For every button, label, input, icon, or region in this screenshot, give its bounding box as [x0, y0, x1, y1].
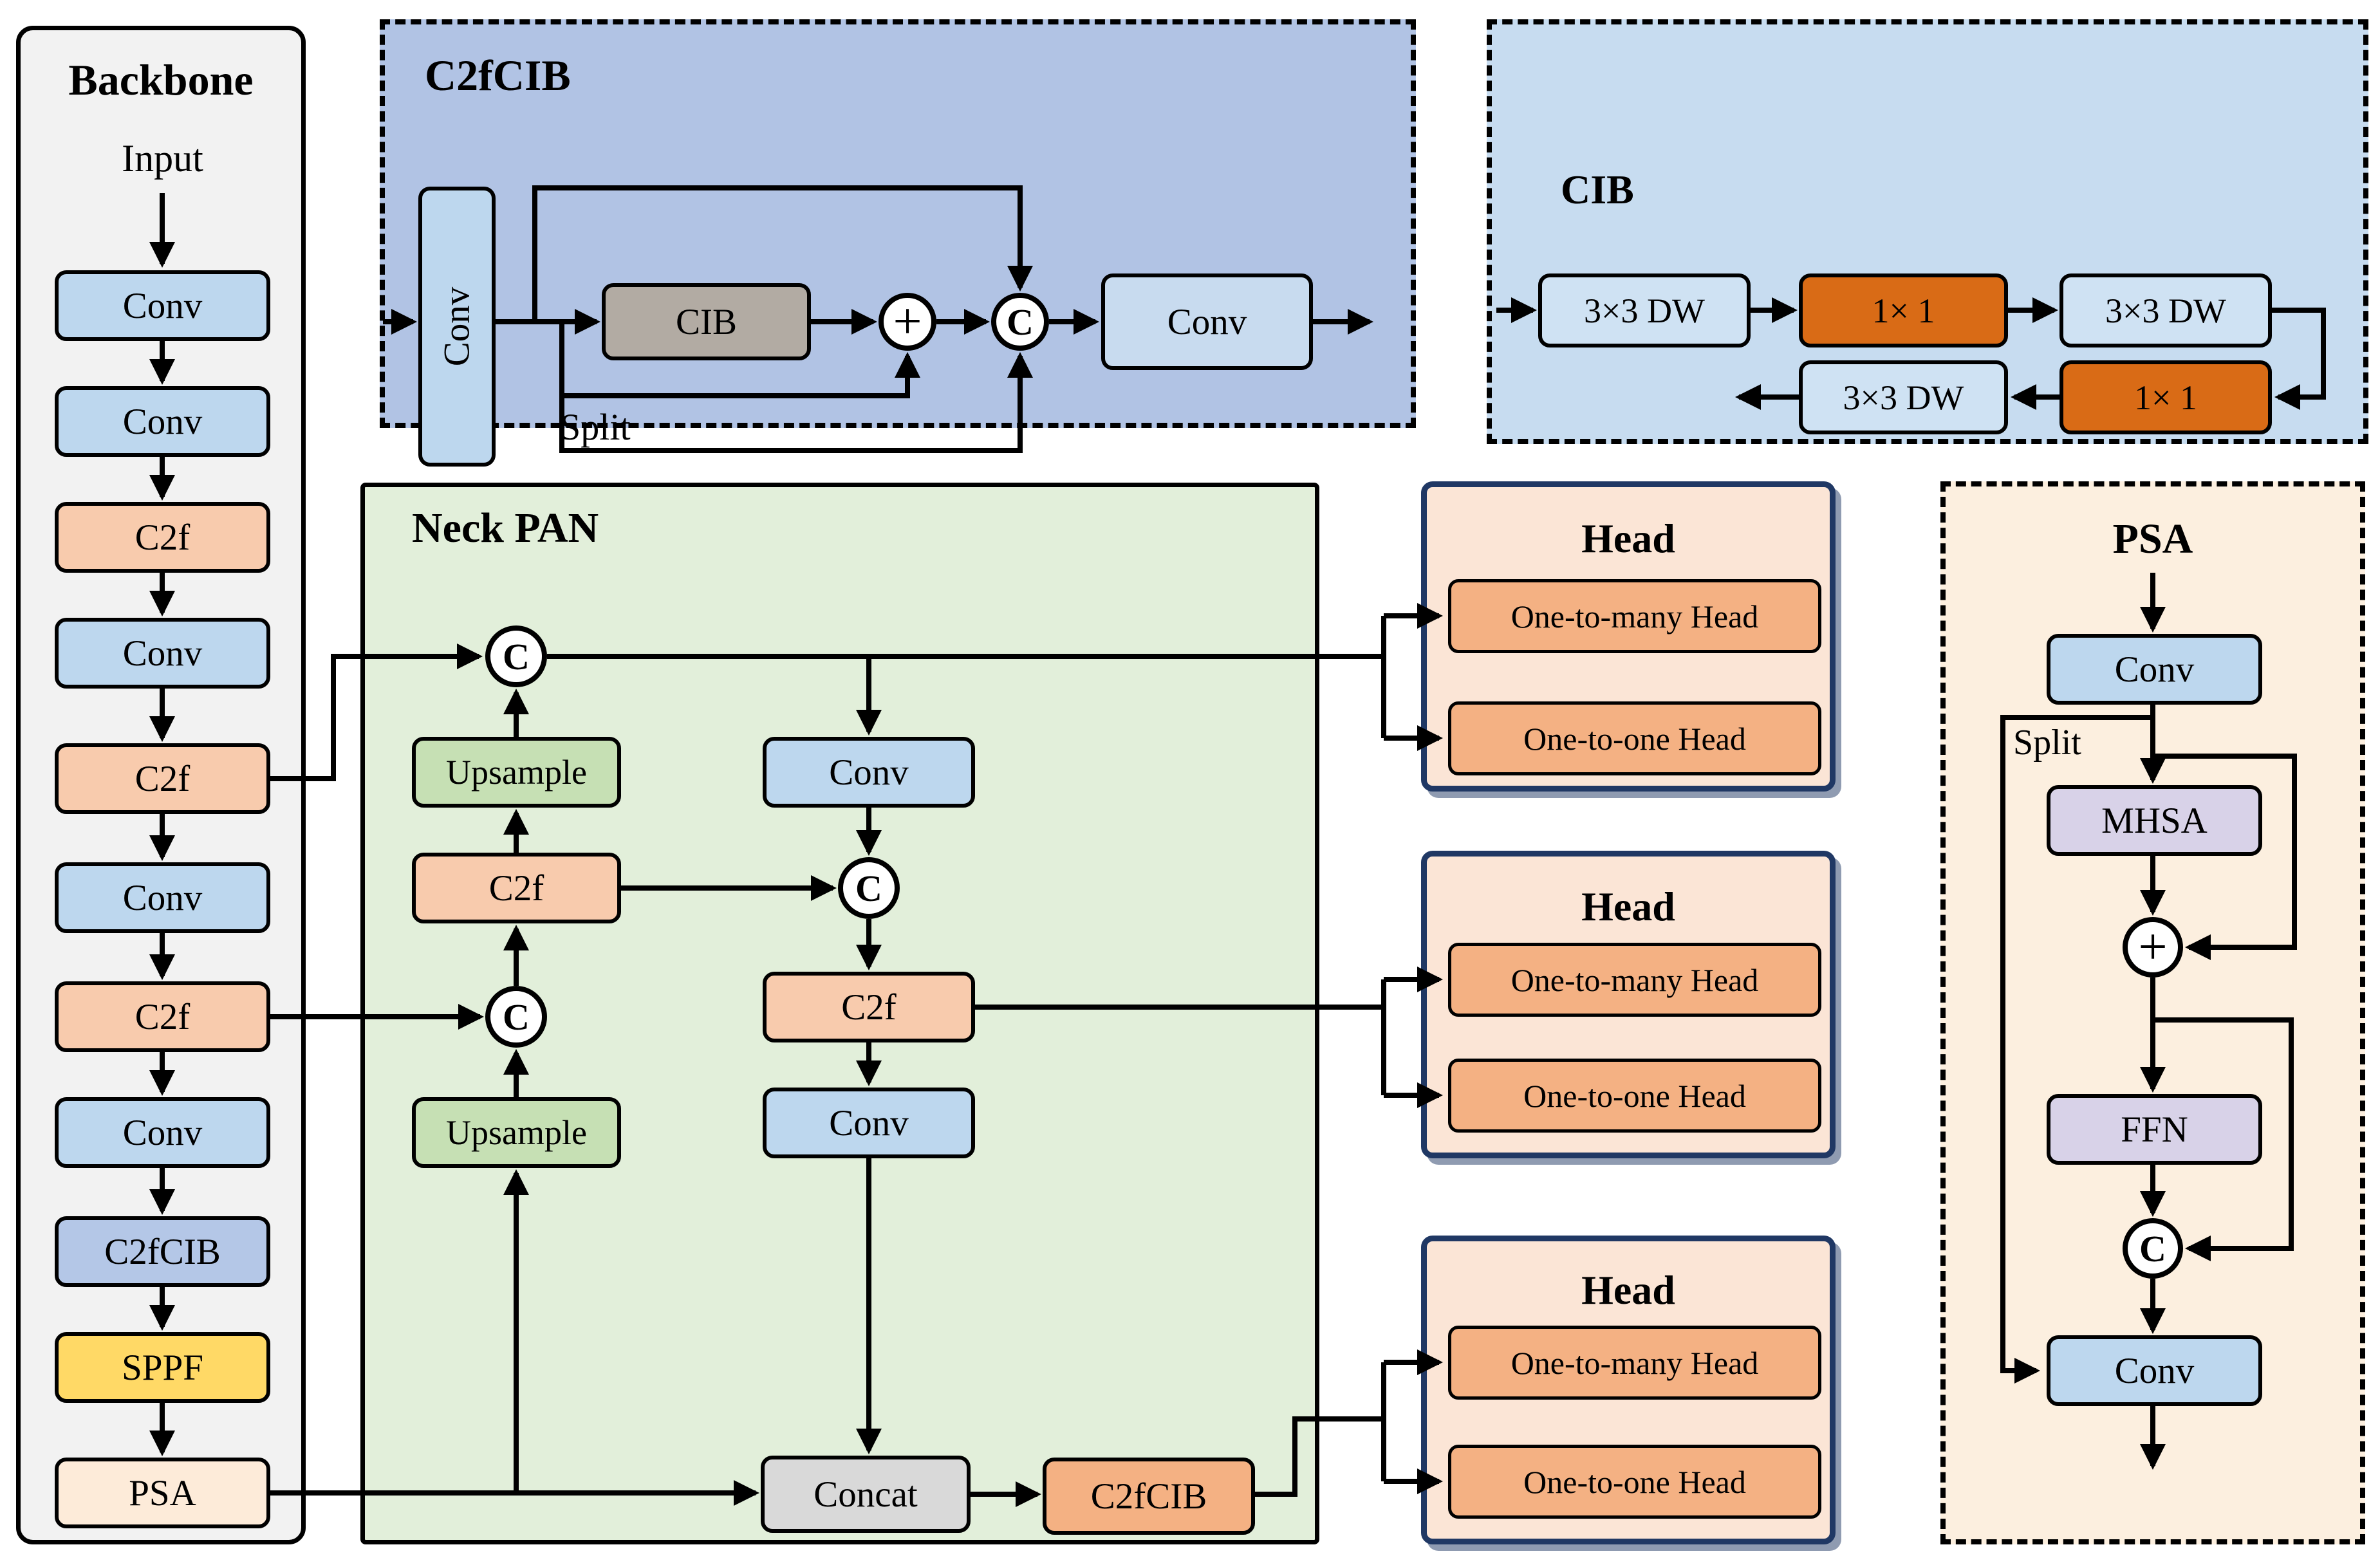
psa-add-node: + — [2123, 917, 2183, 977]
cib-1x1-box-1: 1× 1 — [1799, 273, 2008, 347]
neck-concat-box: Concat — [761, 1456, 971, 1533]
neck-concat-node-bottom: C — [485, 986, 547, 1048]
neck-conv-top-box: Conv — [763, 737, 975, 808]
head2-title: Head — [1581, 884, 1675, 929]
head3-one-to-one-box: One-to-one Head — [1448, 1445, 1821, 1519]
c2fcib-conv-in-box: Conv — [418, 187, 496, 467]
head3-title: Head — [1581, 1267, 1675, 1313]
backbone-title: Backbone — [68, 55, 254, 104]
neck-conv-bottom-box: Conv — [763, 1088, 975, 1158]
backbone-input-label: Input — [122, 137, 203, 180]
cib-1x1-box-2: 1× 1 — [2059, 360, 2272, 434]
c2fcib-conv-out-box: Conv — [1101, 273, 1313, 370]
head2-one-to-one-box: One-to-one Head — [1448, 1059, 1821, 1133]
cib-dw-box-1: 3×3 DW — [1538, 273, 1751, 347]
neck-pan-title: Neck PAN — [412, 505, 599, 551]
cib-dw-box-3: 3×3 DW — [1799, 360, 2008, 434]
psa-mhsa-box: MHSA — [2047, 785, 2262, 856]
psa-conv-top-box: Conv — [2047, 634, 2262, 705]
neck-concat-node-top: C — [485, 625, 547, 687]
psa-title: PSA — [2112, 515, 2193, 562]
c2fcib-add-node: + — [879, 293, 936, 351]
backbone-block-conv-5: Conv — [55, 1097, 270, 1168]
c2fcib-conv-in-label: Conv — [436, 286, 478, 367]
c2fcib-concat-node: C — [991, 293, 1049, 351]
c2fcib-split-label: Split — [560, 406, 631, 448]
backbone-block-c2fcib: C2fCIB — [55, 1216, 270, 1287]
backbone-block-c2f-2: C2f — [55, 743, 270, 814]
backbone-block-conv-3: Conv — [55, 618, 270, 689]
head1-one-to-many-box: One-to-many Head — [1448, 579, 1821, 653]
head1-one-to-one-box: One-to-one Head — [1448, 701, 1821, 775]
backbone-block-sppf: SPPF — [55, 1332, 270, 1403]
head1-title: Head — [1581, 515, 1675, 561]
neck-upsample-bottom-box: Upsample — [412, 1097, 621, 1168]
psa-conv-bottom-box: Conv — [2047, 1335, 2262, 1406]
psa-split-label: Split — [2013, 723, 2081, 763]
cib-dw-box-2: 3×3 DW — [2059, 273, 2272, 347]
psa-concat-node: C — [2123, 1218, 2183, 1279]
backbone-block-conv-2: Conv — [55, 386, 270, 457]
head2-one-to-many-box: One-to-many Head — [1448, 943, 1821, 1017]
c2fcib-panel-title: C2fCIB — [425, 51, 571, 100]
cib-panel-title: CIB — [1561, 167, 1634, 212]
neck-c2f-left-box: C2f — [412, 853, 621, 923]
head3-one-to-many-box: One-to-many Head — [1448, 1326, 1821, 1400]
backbone-block-conv-4: Conv — [55, 862, 270, 933]
backbone-block-c2f-1: C2f — [55, 502, 270, 573]
neck-c2f-mid-box: C2f — [763, 972, 975, 1042]
backbone-block-c2f-3: C2f — [55, 981, 270, 1052]
backbone-block-conv-1: Conv — [55, 270, 270, 341]
backbone-block-psa: PSA — [55, 1458, 270, 1528]
neck-c2fcib-box: C2fCIB — [1043, 1458, 1255, 1535]
c2fcib-cib-box: CIB — [602, 283, 811, 360]
psa-ffn-box: FFN — [2047, 1094, 2262, 1165]
neck-concat-node-mid: C — [838, 857, 900, 919]
neck-upsample-top-box: Upsample — [412, 737, 621, 808]
